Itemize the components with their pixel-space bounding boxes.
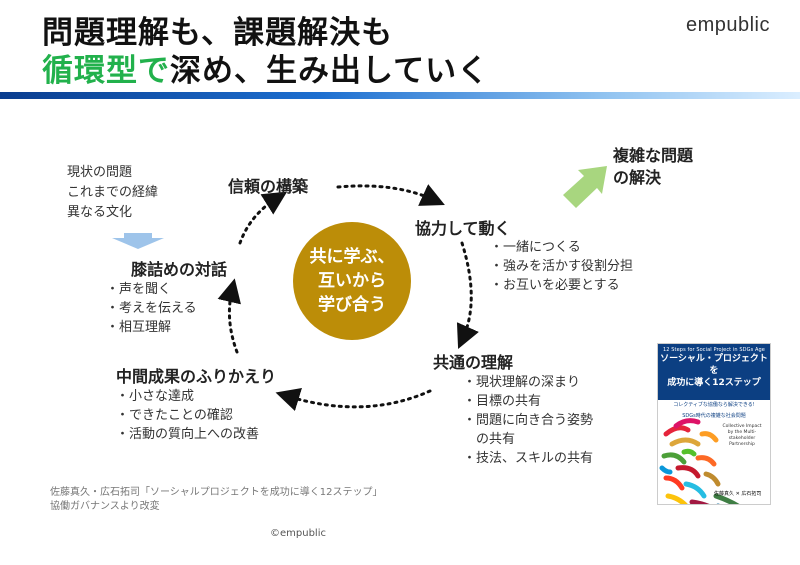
- book-subtitle-1: コレクティブな協働なら解決できる!: [673, 402, 755, 408]
- empublic-logo: empublic: [685, 14, 770, 36]
- list-item: できたことの確認: [116, 406, 259, 425]
- title-line-1: 問題理解も、課題解決も: [42, 15, 394, 51]
- list-item: 強みを活かす役割分担: [490, 257, 633, 276]
- book-top-small: 12 Steps for Social Project in SDGs Age: [663, 347, 765, 353]
- input-item: 異なる文化: [67, 205, 133, 220]
- source-citation: 佐藤真久・広石拓司「ソーシャルプロジェクトを成功に導く12ステップ」 協働ガバナ…: [50, 486, 383, 514]
- book-subtitle-2: SDGs時代の複雑な社会問題: [682, 413, 746, 419]
- center-circle: 共に学ぶ、 互いから 学び合う: [293, 222, 411, 340]
- book-cover: 12 Steps for Social Project in SDGs Age …: [657, 343, 771, 505]
- list-item: お互いを必要とする: [490, 276, 633, 295]
- list-item: 技法、スキルの共有: [463, 449, 593, 468]
- book-english-subtitle: Collective Impact by the Multi-stakehold…: [722, 424, 762, 447]
- book-authors: 佐藤真久 ✕ 広石拓司: [714, 491, 762, 497]
- source-line: 佐藤真久・広石拓司「ソーシャルプロジェクトを成功に導く12ステップ」: [50, 487, 383, 498]
- arrow-dialogue-to-trust: [238, 191, 288, 245]
- list-item: 一緒につくる: [490, 238, 633, 257]
- list-item: 目標の共有: [463, 392, 593, 411]
- output-arrow: [563, 166, 607, 208]
- node-reflect: 中間成果のふりかえり: [116, 367, 277, 386]
- book-title-1: ソーシャル・プロジェクトを: [660, 354, 768, 376]
- input-item: これまでの経緯: [67, 185, 159, 200]
- list-item: 相互理解: [106, 318, 197, 337]
- output-label: 複雑な問題 の解決: [613, 146, 694, 187]
- source-line: 協働ガバナンスより改変: [50, 501, 160, 512]
- title-highlight: 循環型で: [42, 53, 170, 89]
- copyright: ©empublic: [270, 528, 326, 539]
- arrow-collaborate-to-common: [456, 241, 479, 349]
- list-item: の共有: [476, 432, 516, 447]
- input-list: 現状の問題 これまでの経緯 異なる文化: [67, 163, 158, 223]
- node-trust: 信頼の構築: [228, 177, 309, 196]
- title-rest: 深め、生み出していく: [170, 53, 490, 89]
- collaborate-list: 一緒につくる 強みを活かす役割分担 お互いを必要とする: [490, 238, 633, 295]
- header-bar: [0, 92, 800, 99]
- input-arrow: [112, 233, 164, 249]
- book-title-2: 成功に導く12ステップ: [667, 378, 761, 388]
- arrow-common-to-reflect: [275, 388, 432, 411]
- dialogue-list: 声を聞く 考えを伝える 相互理解: [106, 280, 197, 337]
- reflect-list: 小さな達成 できたことの確認 活動の質向上への改善: [116, 387, 259, 444]
- title-line-2: 循環型で深め、生み出していく: [42, 52, 489, 90]
- list-item: 声を聞く: [106, 280, 197, 299]
- list-item: 小さな達成: [116, 387, 259, 406]
- arrow-reflect-to-dialogue: [217, 278, 241, 354]
- list-item: 現状理解の深まり: [463, 373, 593, 392]
- book-header: 12 Steps for Social Project in SDGs Age …: [658, 344, 770, 400]
- center-text: 共に学ぶ、 互いから 学び合う: [309, 247, 395, 315]
- list-item: 問題に向き合う姿勢: [463, 411, 593, 430]
- input-item: 現状の問題: [67, 165, 133, 180]
- node-collaborate: 協力して動く: [415, 219, 511, 238]
- arrow-trust-to-collaborate: [336, 184, 445, 206]
- node-dialogue: 膝詰めの対話: [131, 260, 228, 279]
- node-common: 共通の理解: [433, 353, 514, 372]
- common-list: 現状理解の深まり 目標の共有 問題に向き合う姿勢 の共有 技法、スキルの共有: [463, 373, 593, 468]
- list-item: 活動の質向上への改善: [116, 425, 259, 444]
- book-illustration: [659, 418, 740, 504]
- list-item: 考えを伝える: [106, 299, 197, 318]
